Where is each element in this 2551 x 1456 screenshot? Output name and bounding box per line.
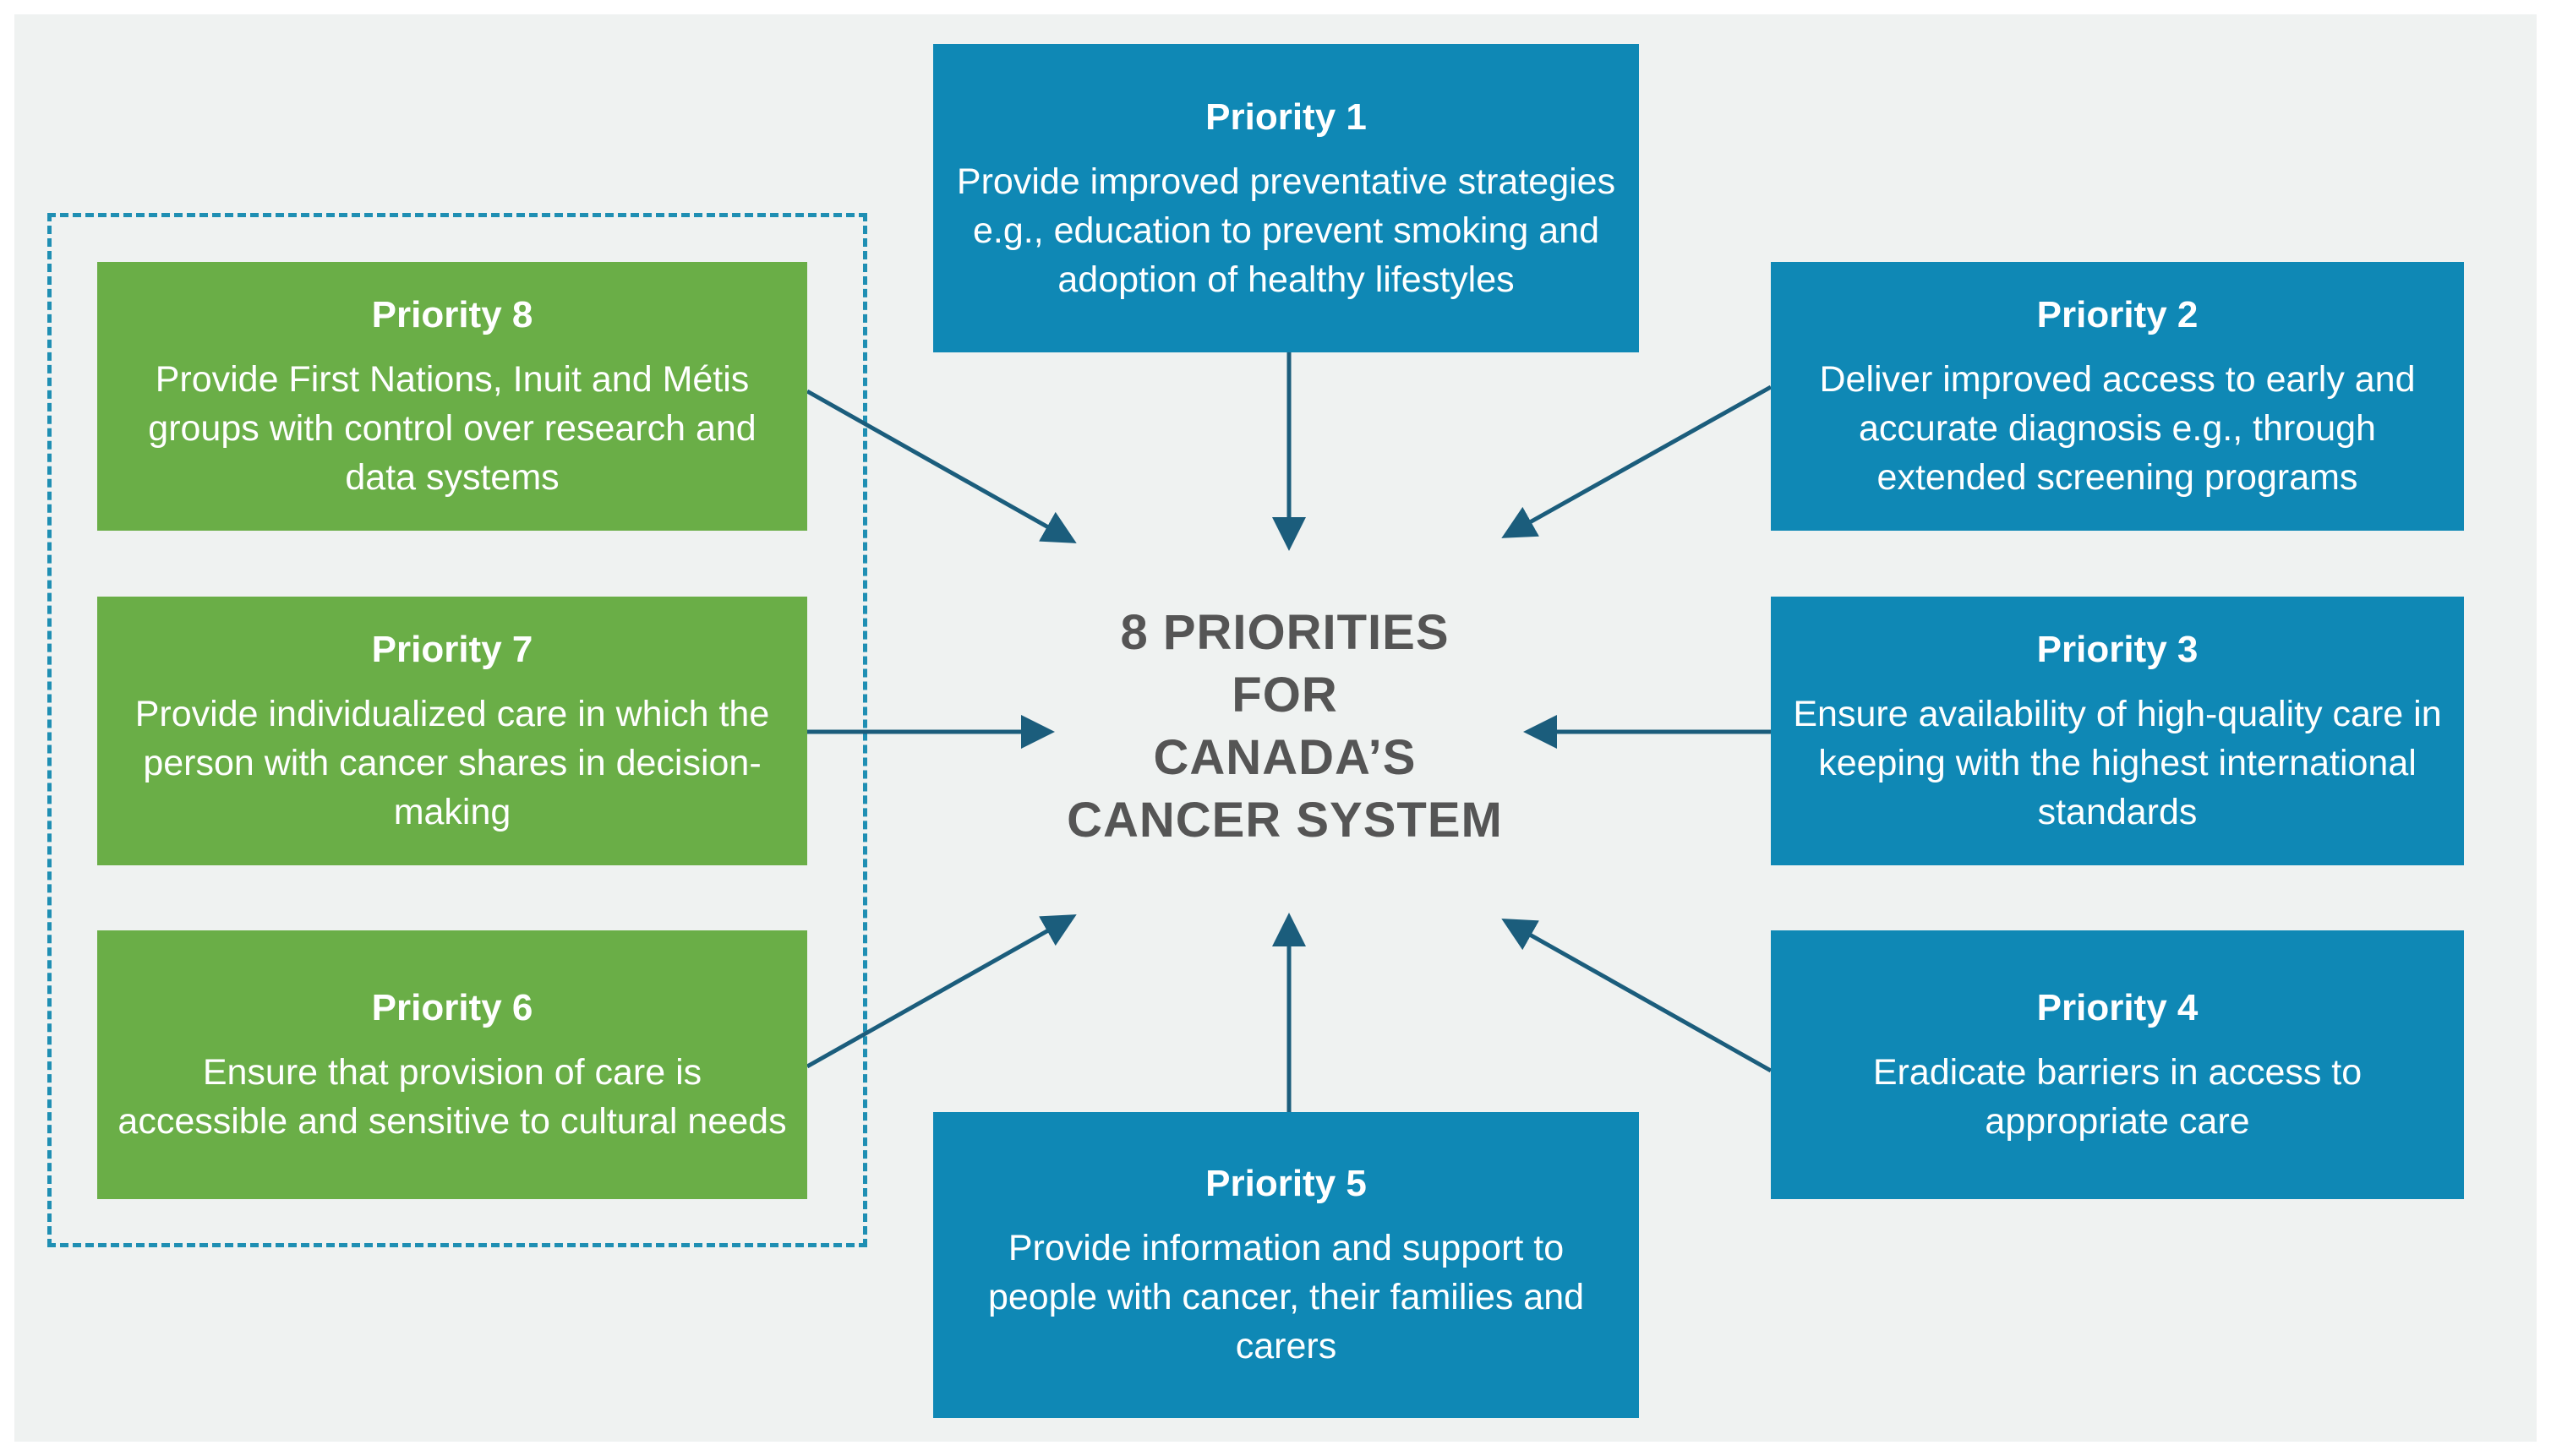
priority-6-text: Ensure that provision of care is accessi… (117, 1052, 787, 1142)
priority-8-text: Provide First Nations, Inuit and Métis g… (148, 359, 757, 498)
priority-7-text: Provide individualized care in which the… (134, 694, 770, 832)
arrow-priority-6 (806, 914, 1077, 1069)
center-title-line-2: FOR (1232, 668, 1338, 723)
priority-7-box: Priority 7 Provide individualized care i… (97, 597, 807, 865)
center-title-line-4: CANCER SYSTEM (1067, 793, 1503, 848)
center-title-line-3: CANADA’S (1153, 730, 1417, 785)
arrow-priority-2 (1501, 384, 1773, 538)
priority-4-text: Eradicate barriers in access to appropri… (1872, 1052, 2363, 1142)
priority-4-box: Priority 4 Eradicate barriers in access … (1771, 930, 2464, 1199)
priority-6-box: Priority 6 Ensure that provision of care… (97, 930, 807, 1199)
priority-3-text: Ensure availability of high-quality care… (1793, 694, 2442, 832)
priority-3-box: Priority 3 Ensure availability of high-q… (1771, 597, 2464, 865)
priority-3-title: Priority 3 (2036, 629, 2199, 670)
priority-1-text: Provide improved preventative strategies… (956, 161, 1616, 300)
priority-6-title: Priority 6 (371, 987, 533, 1028)
priority-2-box: Priority 2 Deliver improved access to ea… (1771, 262, 2464, 531)
priority-5-title: Priority 5 (1205, 1163, 1367, 1204)
priority-5-text: Provide information and support to peopl… (987, 1228, 1585, 1366)
priority-8-box: Priority 8 Provide First Nations, Inuit … (97, 262, 807, 531)
arrow-priority-8 (806, 389, 1077, 543)
priority-4-title: Priority 4 (2036, 987, 2199, 1028)
priority-7-title: Priority 7 (371, 629, 533, 670)
priority-8-title: Priority 8 (371, 294, 533, 335)
priority-2-title: Priority 2 (2036, 294, 2199, 335)
arrow-priority-4 (1501, 919, 1773, 1073)
center-title-line-1: 8 PRIORITIES (1120, 605, 1450, 660)
priority-1-title: Priority 1 (1205, 95, 1367, 138)
center-title: 8 PRIORITIES FOR CANADA’S CANCER SYSTEM (1040, 602, 1530, 852)
priority-5-box: Priority 5 Provide information and suppo… (933, 1112, 1639, 1418)
priority-1-box: Priority 1 Provide improved preventative… (933, 44, 1639, 352)
priority-2-text: Deliver improved access to early and acc… (1819, 359, 2416, 498)
